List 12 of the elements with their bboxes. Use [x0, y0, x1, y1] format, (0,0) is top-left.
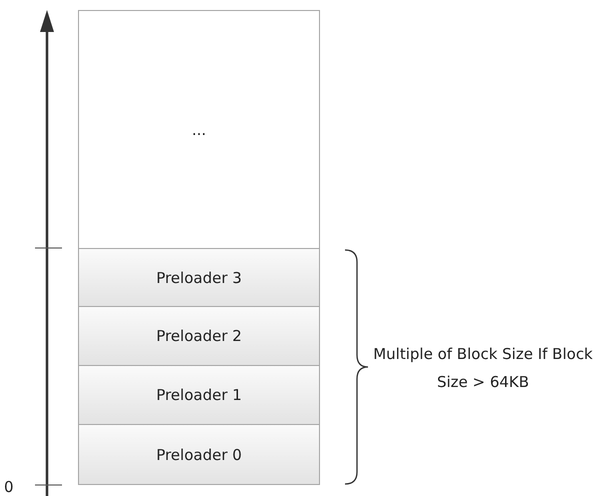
block-label: Preloader 1 [156, 386, 242, 404]
brace-note: Multiple of Block Size If Block Size > 64KB [372, 344, 594, 393]
block-label: ... [192, 120, 206, 138]
axis-label: 0 [4, 478, 14, 496]
block-label: Preloader 3 [156, 268, 242, 286]
memory-block [78, 248, 320, 307]
block-label: Preloader 2 [156, 327, 242, 345]
block-label: Preloader 0 [156, 446, 242, 464]
memory-block [78, 306, 320, 366]
memory-block [78, 365, 320, 425]
memory-block [78, 10, 320, 249]
memory-block [78, 424, 320, 485]
